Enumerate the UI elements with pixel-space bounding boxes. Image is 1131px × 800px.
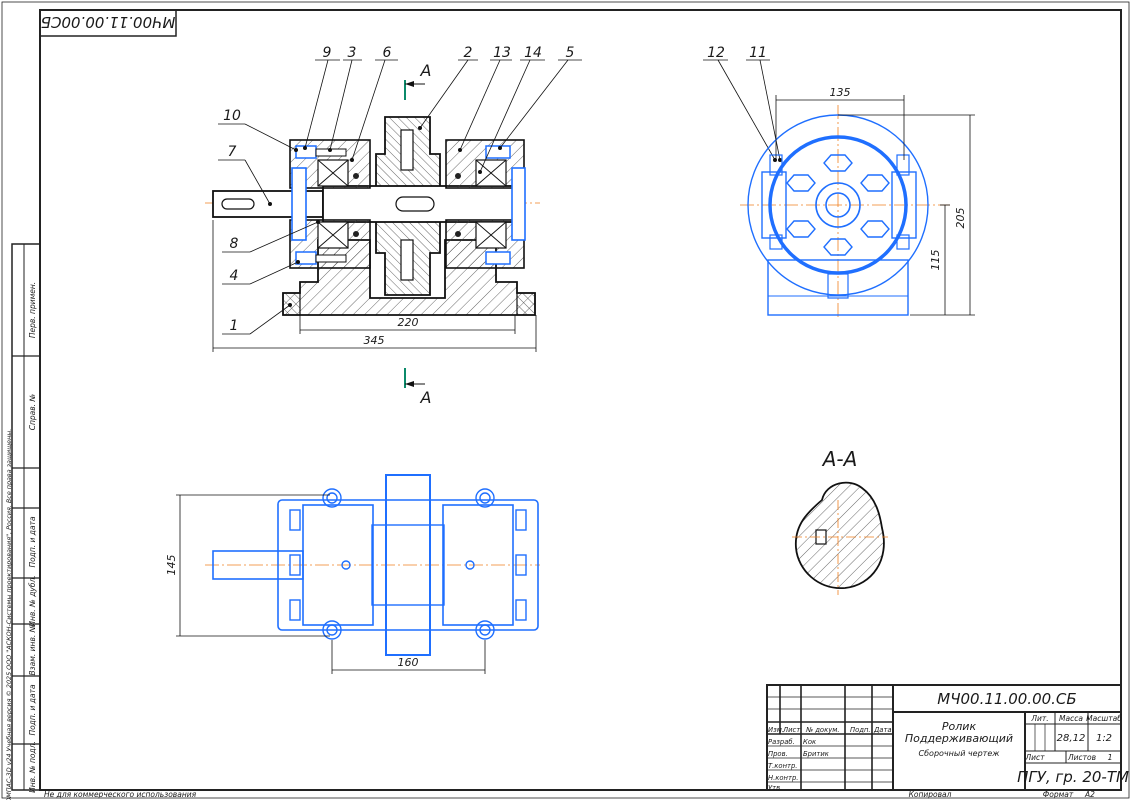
part-no-13: 13: [493, 45, 511, 61]
tb-sign: Подп.: [850, 726, 871, 734]
strip-label-1: Перв. примен.: [28, 282, 37, 338]
dim-135: 135: [830, 86, 851, 99]
tb-lit: Лит.: [1030, 714, 1048, 723]
front-view: [205, 116, 540, 316]
part-leaders: [218, 59, 781, 335]
kompas-note: КОМПАС-3D v24 Учебная версия © 2025 ООО …: [5, 429, 13, 800]
dim-145: 145: [165, 555, 178, 576]
strip-label-5: Взам. инв. №: [28, 624, 37, 675]
strip-label-6: Подп. и дата: [28, 684, 37, 735]
tb-chk-name: Бритик: [803, 750, 830, 758]
cut-label-bottom: А: [420, 388, 432, 407]
strip-label-7: Инв. № подл.: [28, 741, 37, 793]
part-no-6: 6: [383, 45, 392, 61]
inner-frame: [39, 9, 1122, 791]
tb-scale-value: 1:2: [1096, 733, 1112, 744]
strip-label-3: Подп. и дата: [28, 516, 37, 567]
dim-160: 160: [398, 656, 419, 669]
tb-organization: ПГУ, гр. 20-ТМ: [1017, 768, 1129, 786]
tb-sheets: Листов: [1067, 753, 1096, 762]
tb-approved: Утв.: [768, 784, 782, 792]
mirrored-code: МЧ00.11.00.00СБ: [41, 13, 176, 31]
cut-marker-top: А: [404, 61, 432, 100]
tb-tcontrol: Т.контр.: [768, 762, 797, 770]
tb-sheet: Лист: [1024, 753, 1045, 762]
section-aa: А-А: [792, 447, 888, 595]
tb-name-1: Ролик: [942, 720, 977, 733]
footer-format-value: А2: [1084, 790, 1095, 799]
tb-ncontrol: Н.контр.: [768, 774, 798, 782]
section-title: А-А: [821, 447, 858, 471]
tb-chk-role: Пров.: [768, 750, 788, 758]
tb-list: Лист: [782, 726, 801, 734]
part-no-2: 2: [464, 45, 473, 61]
tb-code: МЧ00.11.00.00.СБ: [937, 690, 1076, 708]
part-no-14: 14: [524, 45, 542, 61]
dim-115: 115: [929, 250, 942, 271]
footer-format-label: Формат: [1043, 790, 1074, 799]
top-dimensions: [176, 494, 486, 674]
part-no-5: 5: [566, 45, 575, 61]
tb-name-2: Поддерживающий: [905, 732, 1013, 745]
part-dots: [268, 126, 782, 307]
strip-label-4: Инв. № дубл.: [28, 575, 37, 626]
tb-doc-type: Сборочный чертеж: [919, 749, 1001, 758]
footer-note: Не для коммерческого использования: [44, 790, 197, 799]
tb-scale: Масштаб: [1086, 714, 1122, 723]
strip-label-2: Справ. №: [28, 394, 37, 431]
part-no-9: 9: [323, 45, 332, 61]
front-dimensions: [212, 220, 537, 352]
dim-205: 205: [954, 208, 967, 229]
top-code-stamp: МЧ00.11.00.00СБ: [39, 9, 177, 37]
part-no-10: 10: [223, 108, 241, 124]
footer-copied: Копировал: [909, 790, 952, 799]
part-no-4: 4: [230, 268, 239, 284]
cut-marker-bottom: А: [404, 368, 432, 407]
side-dimensions: [775, 95, 975, 316]
part-no-12: 12: [707, 45, 725, 61]
tb-doc-no: № докум.: [805, 726, 840, 734]
side-view: [740, 105, 950, 320]
cut-label-top: А: [420, 61, 432, 80]
part-no-8: 8: [230, 236, 239, 252]
tb-sheets-value: 1: [1107, 753, 1112, 762]
tb-dev-name: Кок: [803, 738, 817, 746]
part-no-3: 3: [348, 45, 357, 61]
tb-mass-value: 28,12: [1057, 733, 1086, 744]
title-block: [766, 684, 1122, 791]
dim-345: 345: [364, 334, 385, 347]
tb-dev-role: Разраб.: [768, 738, 795, 746]
top-view: [205, 474, 540, 656]
part-no-7: 7: [228, 144, 237, 160]
tb-date: Дата: [873, 726, 892, 734]
tb-izm: Изм.: [768, 726, 784, 734]
part-no-1: 1: [230, 318, 239, 334]
tb-mass: Масса: [1059, 714, 1083, 723]
part-no-11: 11: [749, 45, 767, 61]
dim-220: 220: [398, 316, 419, 329]
left-strip: Перв. примен. Справ. № Подп. и дата Инв.…: [5, 243, 41, 800]
